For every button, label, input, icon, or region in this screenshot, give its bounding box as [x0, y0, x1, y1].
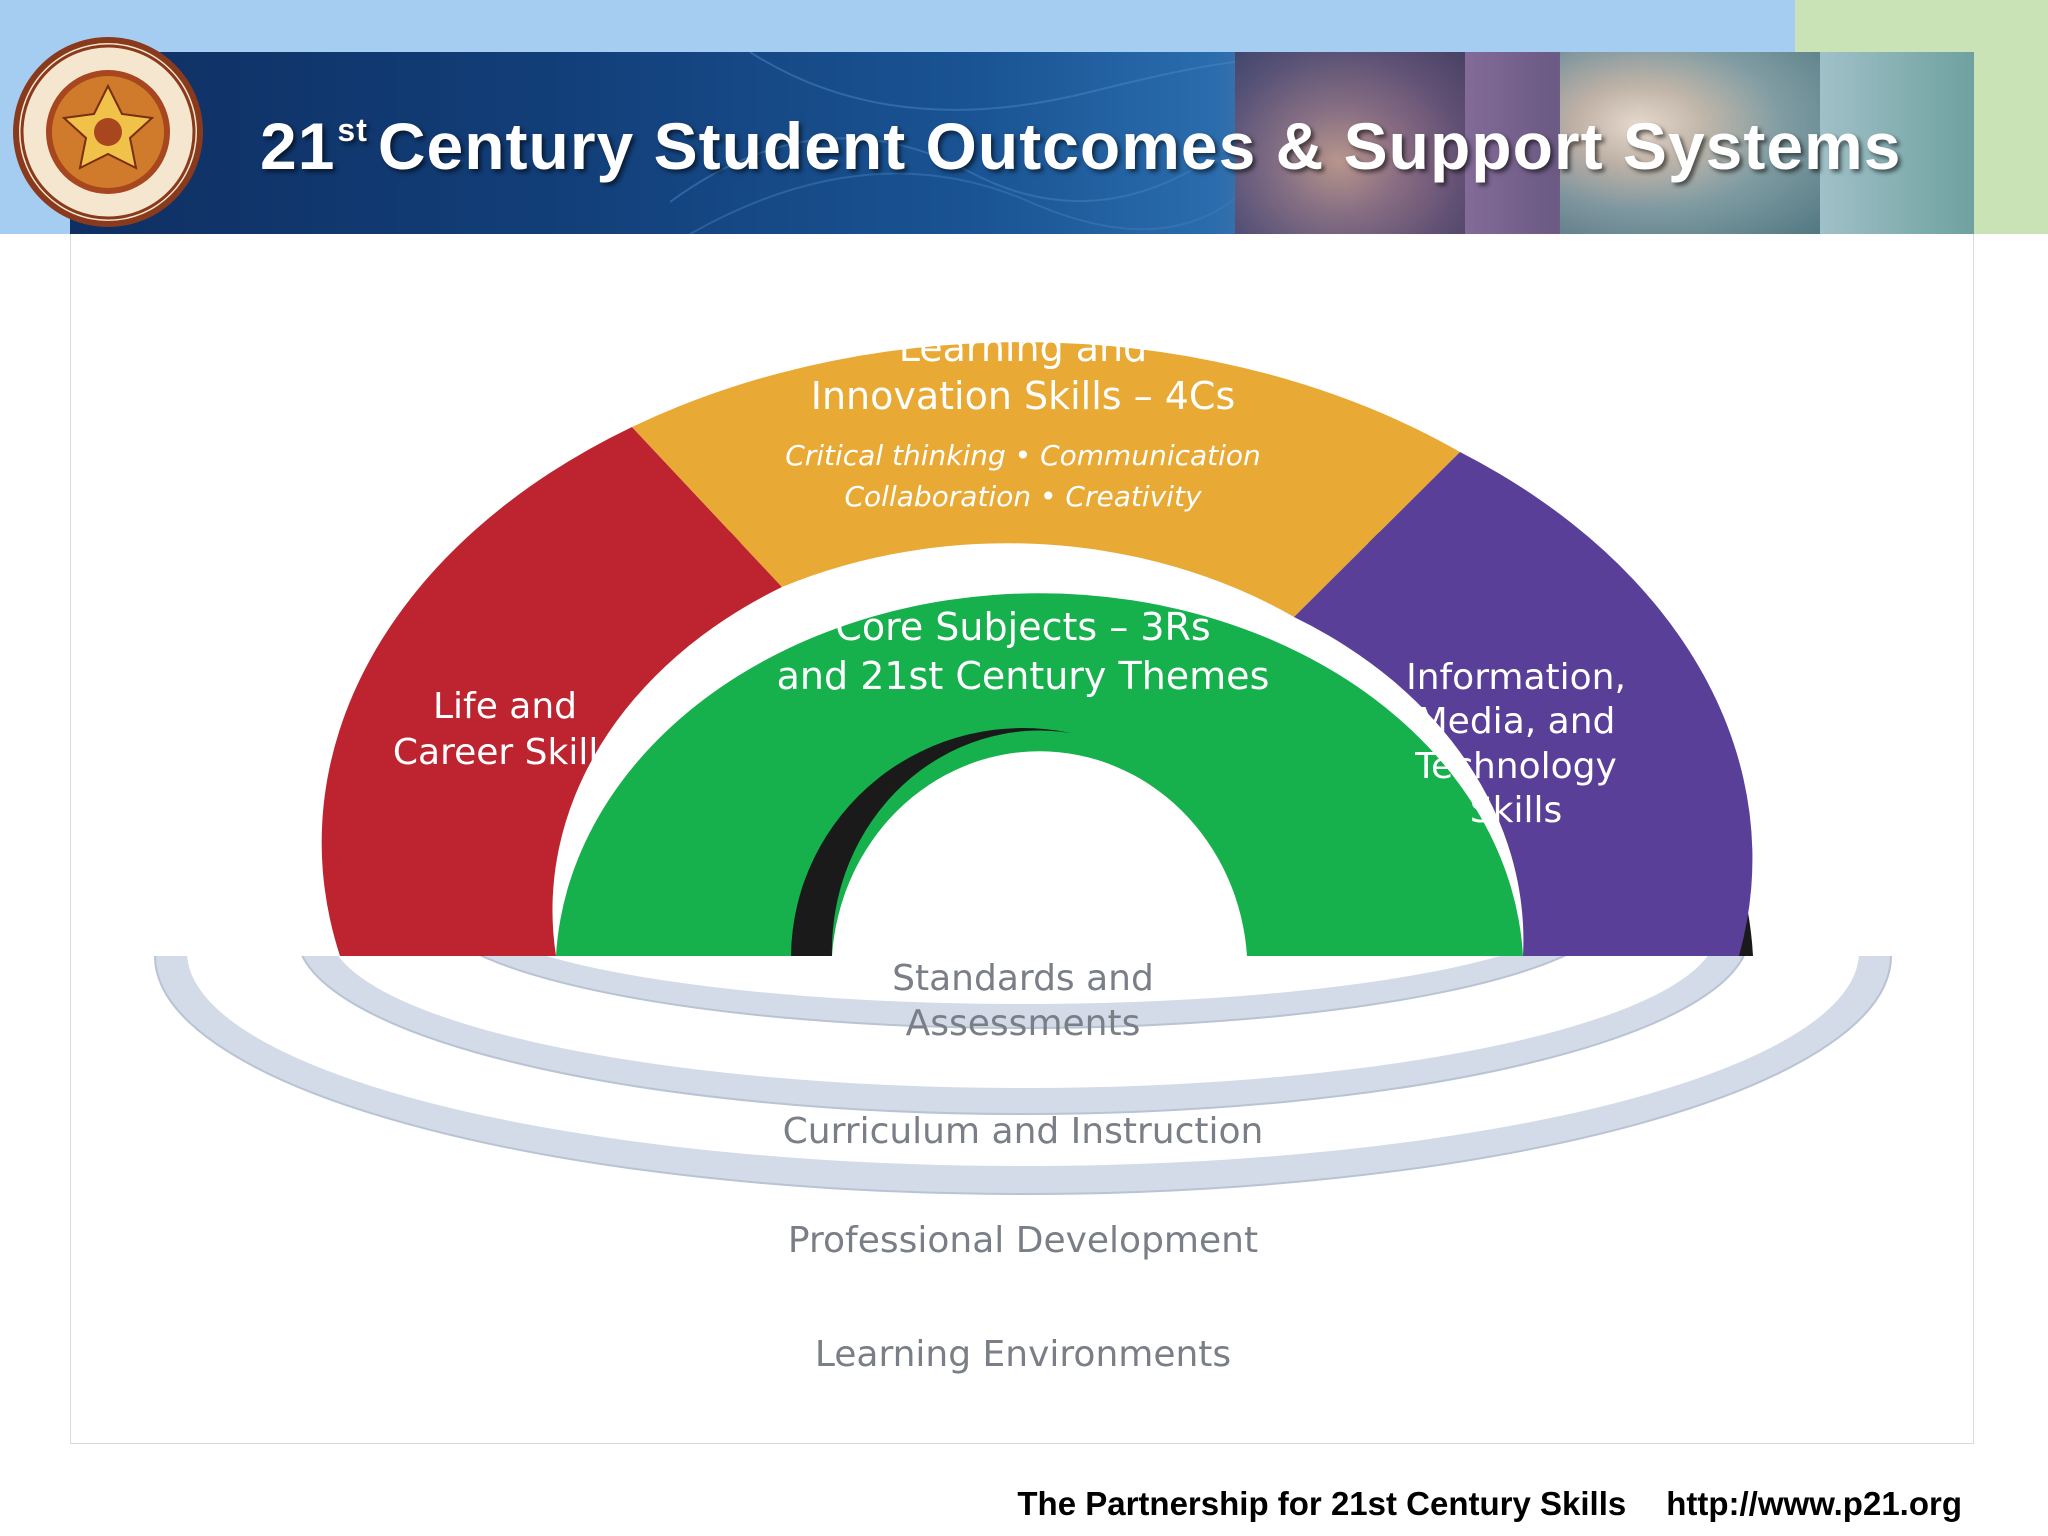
p21-rainbow-diagram: Life and Career Skills Learning and Inno…	[131, 326, 1931, 1375]
learning-innovation-label-line2: Innovation Skills – 4Cs	[811, 374, 1236, 418]
footer-source: The Partnership for 21st Century Skills h…	[1017, 1485, 1962, 1523]
header-banner	[70, 52, 1974, 234]
life-career-label-line1: Life and	[433, 686, 577, 727]
information-media-label-line4: Skills	[1470, 790, 1562, 831]
information-media-label-line1: Information,	[1406, 657, 1626, 698]
footer-url[interactable]: http://www.p21.org	[1666, 1485, 1962, 1522]
core-inner-shadow	[791, 728, 1071, 956]
information-media-label-line3: Technology	[1414, 746, 1617, 787]
diagram-frame: Life and Career Skills Learning and Inno…	[70, 234, 1974, 1444]
segment-information-media	[1294, 452, 1753, 956]
learning-innovation-sub2: Collaboration • Creativity	[844, 480, 1201, 513]
banner-photo-people	[1235, 52, 1465, 234]
title-number: 21	[260, 109, 336, 183]
curriculum-label: Curriculum and Instruction	[783, 1111, 1264, 1152]
title-rest: Century Student Outcomes & Support Syste…	[377, 109, 1902, 183]
segment-life-career	[321, 427, 782, 956]
segment-core-subjects	[556, 593, 1523, 956]
core-subjects-label-line1: Core Subjects – 3Rs	[835, 605, 1210, 649]
professional-development-label: Professional Development	[788, 1220, 1258, 1261]
core-subjects-label-line2: and 21st Century Themes	[777, 654, 1270, 698]
footer-source-text: The Partnership for 21st Century Skills	[1017, 1485, 1627, 1522]
learning-innovation-sub1: Critical thinking • Communication	[785, 439, 1261, 472]
banner-photo-woman	[1560, 52, 1820, 234]
standards-label-line2: Assessments	[906, 1003, 1141, 1044]
information-media-label-line2: Media, and	[1417, 701, 1616, 742]
standards-label-line1: Standards and	[892, 958, 1154, 999]
segment-learning-innovation	[632, 342, 1460, 617]
learning-environments-label: Learning Environments	[815, 1334, 1231, 1375]
life-career-label-line2: Career Skills	[393, 732, 617, 773]
learning-innovation-label-line1: Learning and	[899, 326, 1148, 370]
vocational-education-commission-seal-icon	[13, 37, 203, 227]
title-superscript: st	[337, 112, 368, 148]
